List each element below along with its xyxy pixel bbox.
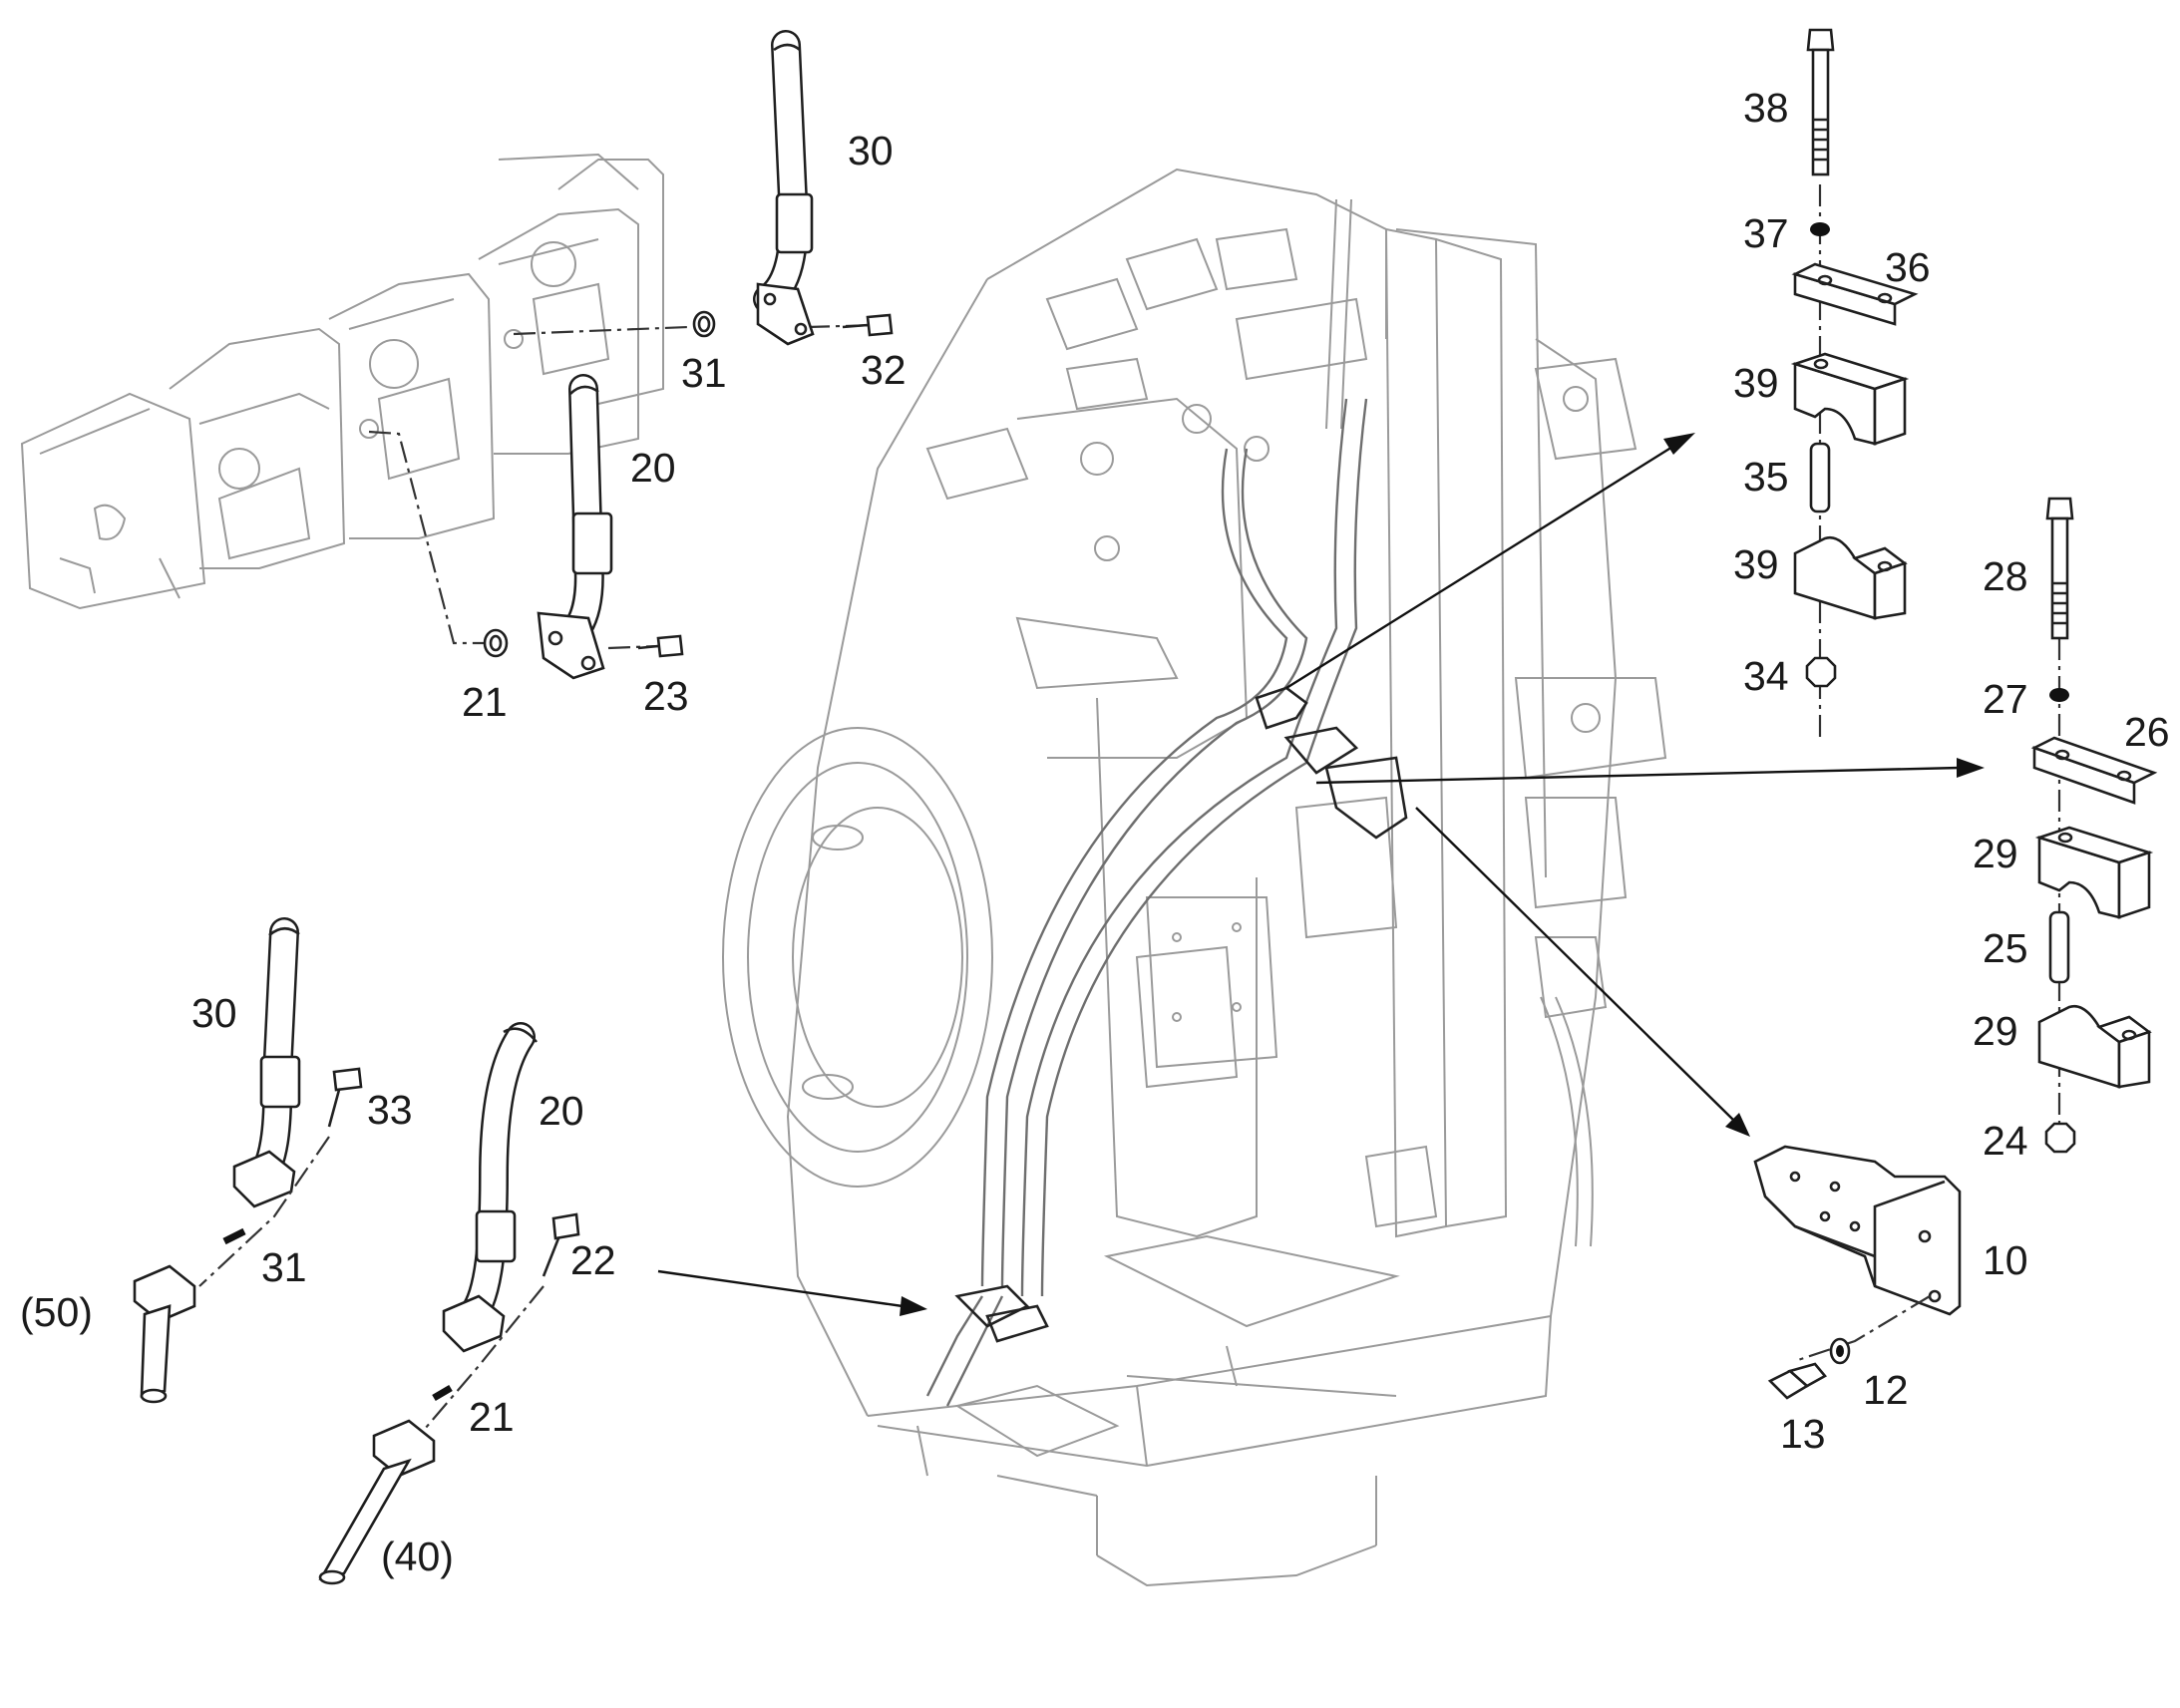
washer-37 [1810, 222, 1830, 236]
label-30-top: 30 [848, 128, 894, 173]
label-36: 36 [1885, 244, 1931, 290]
hose-30-top [753, 30, 815, 346]
clamp-half-39-upper [1790, 352, 1910, 446]
pin-25 [2048, 910, 2070, 984]
label-29-upper: 29 [1973, 831, 2018, 876]
nut-34 [1805, 656, 1837, 688]
port-50 [133, 1264, 196, 1404]
bracket-10 [1753, 1145, 1962, 1363]
leader-arrows [657, 433, 1985, 1316]
label-38: 38 [1743, 85, 1789, 131]
label-22: 22 [570, 1237, 616, 1283]
washer-12 [1829, 1337, 1851, 1365]
label-30-bottom: 30 [191, 990, 237, 1036]
label-12: 12 [1863, 1367, 1909, 1413]
plate-36 [1791, 262, 1919, 326]
label-39-upper: 39 [1733, 360, 1779, 406]
leader-21-top [368, 430, 487, 645]
bolt-28 [2045, 497, 2074, 640]
machine-frame [722, 168, 1667, 1587]
label-10: 10 [1983, 1237, 2028, 1283]
leader-31-bottom [198, 1136, 330, 1287]
washer-27 [2049, 688, 2069, 702]
label-35: 35 [1743, 454, 1789, 500]
label-20-top: 20 [630, 445, 676, 491]
label-37: 37 [1743, 210, 1789, 256]
plate-26 [2030, 736, 2158, 805]
label-33: 33 [367, 1087, 413, 1133]
o-ring-31-top [692, 310, 716, 338]
label-40: (40) [381, 1534, 454, 1579]
label-39-lower: 39 [1733, 541, 1779, 587]
clamp-half-29-upper [2034, 826, 2154, 919]
label-32: 32 [861, 347, 907, 393]
label-13: 13 [1780, 1411, 1826, 1457]
clamp-kit-upper [1790, 28, 1919, 743]
hose-30-bottom [232, 917, 301, 1208]
clamp-half-29-lower [2037, 1004, 2152, 1089]
label-31-top: 31 [681, 350, 727, 396]
bolt-32 [842, 313, 894, 337]
clamp-kit-lower [2030, 497, 2158, 1154]
o-ring-21-bottom [432, 1384, 453, 1402]
frame-hoses [925, 398, 1408, 1407]
clamp-half-39-lower [1793, 535, 1908, 620]
hose-20-top [537, 374, 613, 680]
label-21-bottom: 21 [469, 1394, 515, 1440]
label-21-top: 21 [462, 679, 508, 725]
nut-24 [2044, 1122, 2076, 1154]
bolt-13 [1767, 1362, 1828, 1400]
port-40 [318, 1419, 436, 1585]
o-ring-31-bottom [222, 1227, 246, 1245]
label-26: 26 [2124, 709, 2170, 755]
label-23: 23 [643, 673, 689, 719]
leader-31-top [513, 325, 689, 336]
label-31-bottom: 31 [261, 1244, 307, 1290]
o-ring-21-top [483, 628, 509, 658]
bolt-33 [327, 1067, 363, 1128]
label-28: 28 [1983, 553, 2028, 599]
bolt-22 [542, 1212, 580, 1277]
label-25: 25 [1983, 925, 2028, 971]
leader-21-bottom [418, 1285, 545, 1437]
pin-35 [1809, 442, 1831, 513]
label-24: 24 [1983, 1118, 2028, 1164]
bolt-23 [637, 634, 684, 658]
label-27: 27 [1983, 676, 2028, 722]
label-50: (50) [20, 1289, 93, 1335]
label-29-lower: 29 [1973, 1008, 2018, 1054]
pump-stack [20, 153, 664, 610]
callouts: 30 31 32 20 21 23 30 33 31 (50) 20 22 21… [20, 85, 2170, 1579]
label-20-bottom: 20 [539, 1088, 584, 1134]
hose-20-bottom [442, 1022, 539, 1353]
bolt-38 [1806, 28, 1835, 176]
label-34: 34 [1743, 653, 1789, 699]
